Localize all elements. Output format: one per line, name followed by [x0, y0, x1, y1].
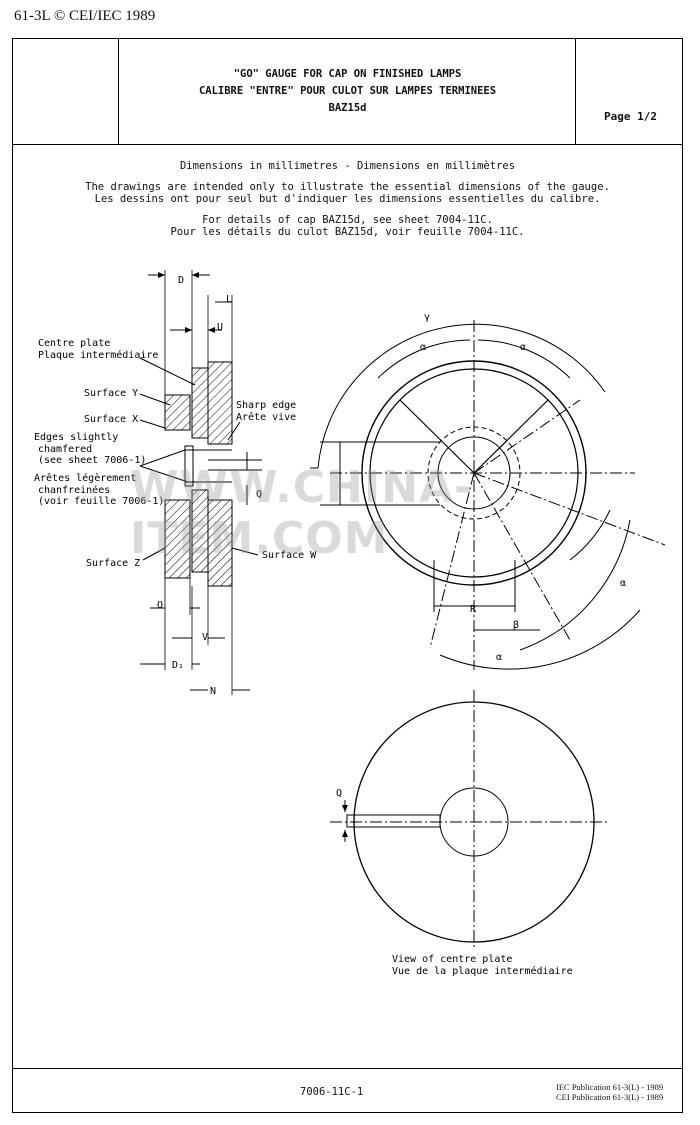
- dimensions-note: Dimensions in millimetres - Dimensions e…: [179, 160, 516, 172]
- surface-w-label: Surface W: [262, 550, 317, 561]
- front-labels: γ α α α R β α: [420, 312, 626, 663]
- section-view: [139, 270, 262, 695]
- sharp-edge-en: Sharp edge: [236, 400, 296, 411]
- dim-D1: D₁: [172, 660, 184, 671]
- dim-V: V: [202, 632, 208, 643]
- surface-y-label: Surface Y: [84, 388, 138, 399]
- title-cap-code: BAZ15d: [328, 102, 367, 114]
- sheet-title: "GO" GAUGE FOR CAP ON FINISHED LAMPS CAL…: [120, 66, 575, 117]
- edges-fr-2: chanfreinées: [38, 484, 110, 496]
- section-labels: D L U Centre plate Plaque intermédiaire …: [34, 275, 317, 697]
- R-label: R: [470, 604, 477, 615]
- dim-L: L: [226, 294, 232, 305]
- sheet-code: 7006-11C-1: [300, 1086, 364, 1098]
- sheet-frame: [12, 38, 683, 1113]
- drawing-note-en: The drawings are intended only to illust…: [85, 180, 610, 193]
- centre-plate-upper: [191, 367, 209, 439]
- dim-U: U: [217, 322, 223, 333]
- dim-Q-plate: Q: [336, 788, 342, 799]
- edges-en-2: chamfered: [38, 444, 92, 455]
- plate-slot: [346, 814, 441, 828]
- surface-z-label: Surface Z: [86, 558, 140, 569]
- edges-fr-3: (voir feuille 7006-1): [38, 496, 164, 507]
- front-view: [310, 320, 666, 670]
- title-block: [12, 38, 683, 145]
- right-body-upper: [207, 361, 233, 445]
- centre-plate-en: Centre plate: [38, 338, 110, 349]
- document-reference: 61-3L © CEI/IEC 1989: [14, 8, 156, 24]
- publication-iec: IEC Publication 61-3(L) - 1989: [556, 1082, 664, 1092]
- publication-info: IEC Publication 61-3(L) - 1989 CEI Publi…: [556, 1082, 663, 1102]
- gamma-arc: [317, 323, 606, 469]
- publication-cei: CEI Publication 61-3(L) - 1989: [556, 1092, 664, 1102]
- edges-en-3: (see sheet 7006-1): [38, 455, 146, 466]
- dim-D: D: [178, 275, 184, 286]
- title-french: CALIBRE "ENTRE" POUR CULOT SUR LAMPES TE…: [198, 85, 497, 97]
- upper-body-part: [164, 394, 191, 431]
- plate-caption-fr: Vue de la plaque intermédiaire: [392, 965, 573, 977]
- drawing-note-fr: Les dessins ont pour seul but d'indiquer…: [94, 193, 601, 206]
- cap-note-fr: Pour les détails du culot BAZ15d, voir f…: [170, 226, 525, 239]
- plate-caption-en: View of centre plate: [392, 954, 512, 965]
- title-english: "GO" GAUGE FOR CAP ON FINISHED LAMPS: [233, 68, 462, 80]
- centre-plate-view: [330, 690, 610, 950]
- alpha-label-right: α: [520, 342, 526, 353]
- sharp-edge-fr: Arête vive: [236, 411, 296, 423]
- dim-O: O: [157, 600, 163, 611]
- plate-labels: Q View of centre plate Vue de la plaque …: [336, 788, 573, 977]
- right-body-lower: [207, 499, 233, 587]
- title-divider-right: [575, 38, 577, 145]
- surface-x-label: Surface X: [84, 414, 138, 425]
- title-divider-left: [118, 38, 120, 145]
- watermark: WWW.CHINA-ITEM.COM: [130, 462, 474, 564]
- page-number: Page 1/2: [604, 110, 657, 123]
- edges-en-1: Edges slightly: [34, 432, 118, 443]
- dim-Q-section: Q: [256, 489, 262, 500]
- gamma-label: γ: [424, 312, 430, 323]
- alpha-label-side: α: [620, 578, 626, 589]
- edges-fr-1: Arêtes légèrement: [34, 472, 136, 484]
- alpha-label-bottom: α: [496, 652, 502, 663]
- dim-N: N: [210, 686, 216, 697]
- alpha-label-left: α: [420, 342, 426, 353]
- beta-label: β: [513, 620, 519, 631]
- intro-notes: Dimensions in millimetres - Dimensions e…: [60, 160, 635, 239]
- cap-note-en: For details of cap BAZ15d, see sheet 700…: [202, 213, 493, 226]
- lower-body-part: [164, 499, 191, 579]
- footer-divider: [12, 1068, 683, 1070]
- centre-plate-fr: Plaque intermédiaire: [38, 349, 158, 361]
